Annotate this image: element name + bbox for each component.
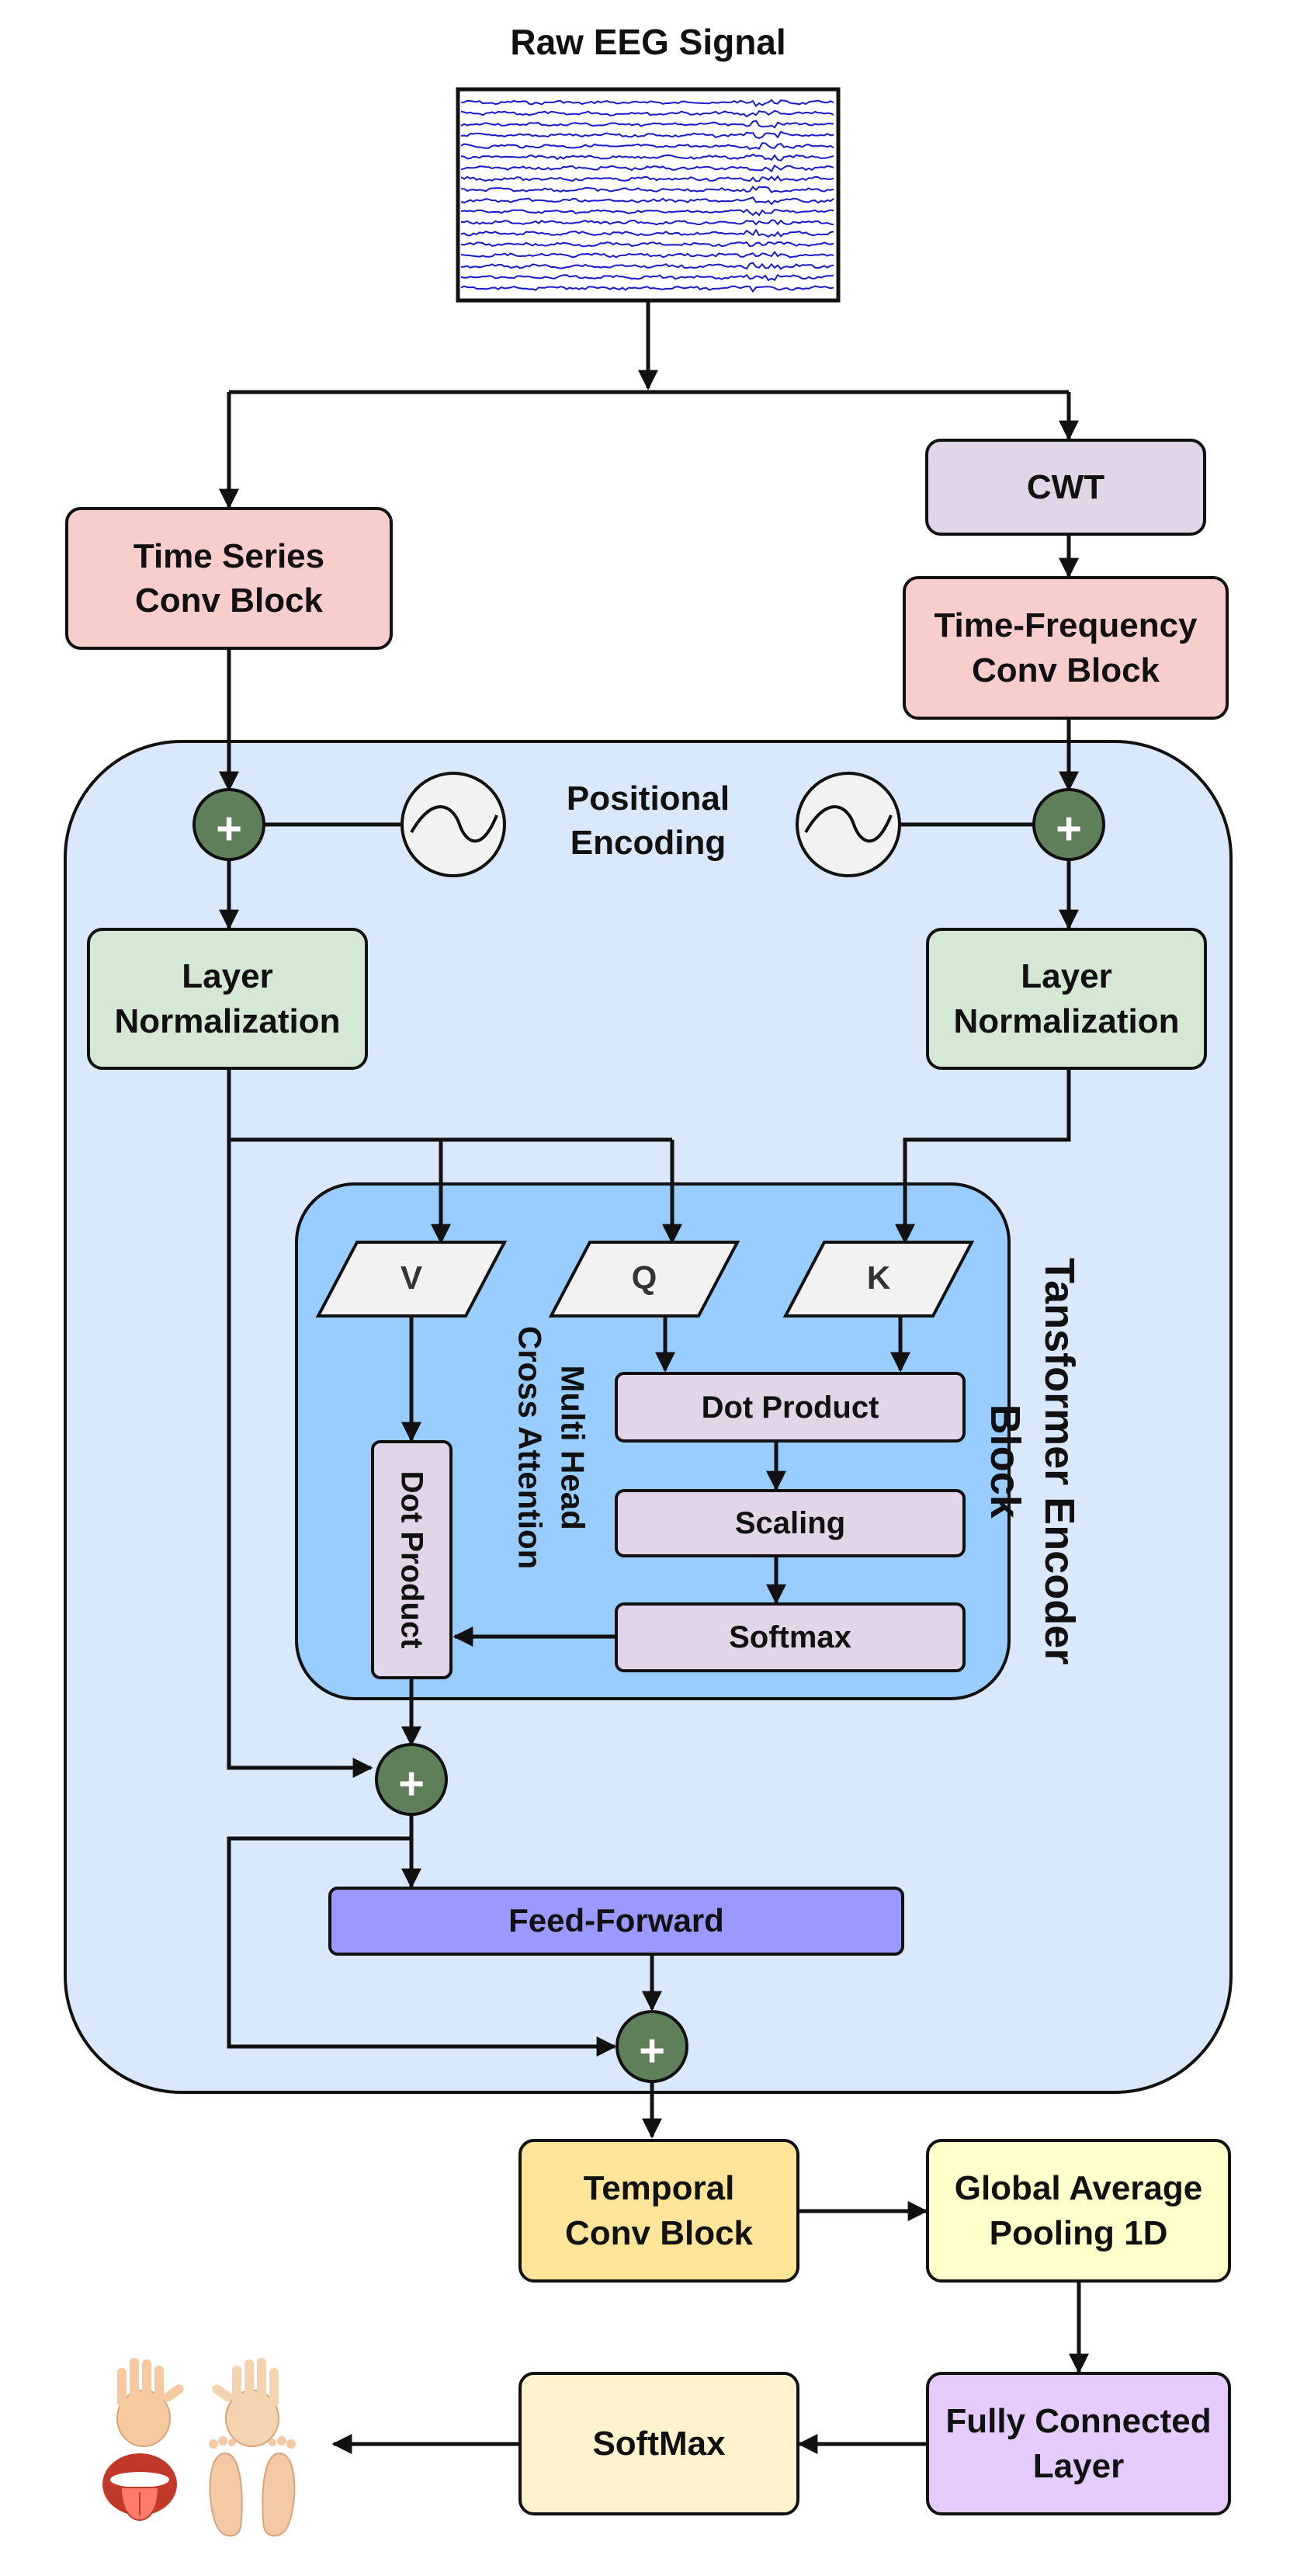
left-hand-icon [116, 2358, 184, 2447]
eeg-trace [460, 208, 834, 217]
time-frequency-conv-block: Time-Frequency Conv Block [903, 576, 1229, 720]
time-series-conv-block: Time Series Conv Block [65, 507, 393, 650]
dot-product-v: Dot Product [371, 1440, 453, 1679]
connectors [219, 300, 1089, 2454]
add-node-left [192, 788, 265, 861]
positional-encoding-wave-icon-right [796, 772, 901, 877]
eeg-trace [460, 109, 834, 118]
eeg-trace [460, 228, 834, 238]
diagram-title: Raw EEG Signal [510, 22, 786, 62]
eeg-trace [460, 196, 834, 206]
right-hand-icon [212, 2358, 279, 2447]
k-label: K [866, 1259, 891, 1296]
feed-forward-block: Feed-Forward [328, 1887, 904, 1956]
layer-normalization-left: Layer Normalization [87, 928, 368, 1070]
eeg-trace [460, 241, 834, 248]
add-node-right [1032, 788, 1105, 861]
eeg-trace [460, 273, 834, 282]
softmax-attention: Softmax [615, 1602, 966, 1672]
add-symbol-right: + [1056, 804, 1082, 854]
global-average-pooling-block: Global Average Pooling 1D [926, 2139, 1231, 2283]
dot-product-v-label: Dot Product [394, 1470, 429, 1649]
eeg-trace [460, 175, 834, 182]
eeg-trace [460, 262, 834, 270]
eeg-trace [460, 186, 834, 193]
eeg-signal-image [456, 87, 841, 303]
multi-head-cross-attention-label: Multi Head Cross Attention [512, 1325, 591, 1570]
eeg-trace [460, 153, 834, 161]
eeg-trace [460, 142, 834, 151]
q-label: Q [631, 1259, 657, 1296]
eeg-trace [460, 120, 834, 129]
positional-encoding-label: Positional Encoding [566, 779, 730, 863]
cwt-block: CWT [925, 439, 1206, 536]
add-symbol-feedforward: + [639, 2026, 665, 2076]
tongue-icon [102, 2453, 177, 2521]
add-symbol-left: + [216, 804, 242, 854]
transformer-encoder-block-label: Tansformer Encoder Block [982, 1258, 1084, 1665]
fully-connected-layer: Fully Connected Layer [926, 2372, 1231, 2515]
eeg-trace [460, 99, 834, 108]
eeg-trace [460, 130, 834, 139]
temporal-conv-block: Temporal Conv Block [518, 2139, 799, 2283]
eeg-trace [460, 219, 834, 226]
softmax-output: SoftMax [518, 2372, 799, 2515]
add-node-attention [375, 1743, 448, 1816]
eeg-trace [460, 251, 834, 259]
scaling-block: Scaling [615, 1489, 966, 1557]
add-node-feedforward [616, 2010, 688, 2083]
k-parallelogram [782, 1241, 975, 1318]
eeg-trace [460, 164, 834, 173]
feet-icon [209, 2436, 296, 2537]
layer-normalization-right: Layer Normalization [926, 928, 1207, 1070]
add-symbol-attention: + [398, 1758, 425, 1809]
dot-product-qk: Dot Product [615, 1372, 966, 1442]
q-parallelogram [548, 1241, 740, 1318]
positional-encoding-wave-icon-left [401, 772, 506, 877]
v-parallelogram [315, 1241, 508, 1318]
v-label: V [400, 1259, 422, 1296]
eeg-trace [460, 285, 834, 293]
